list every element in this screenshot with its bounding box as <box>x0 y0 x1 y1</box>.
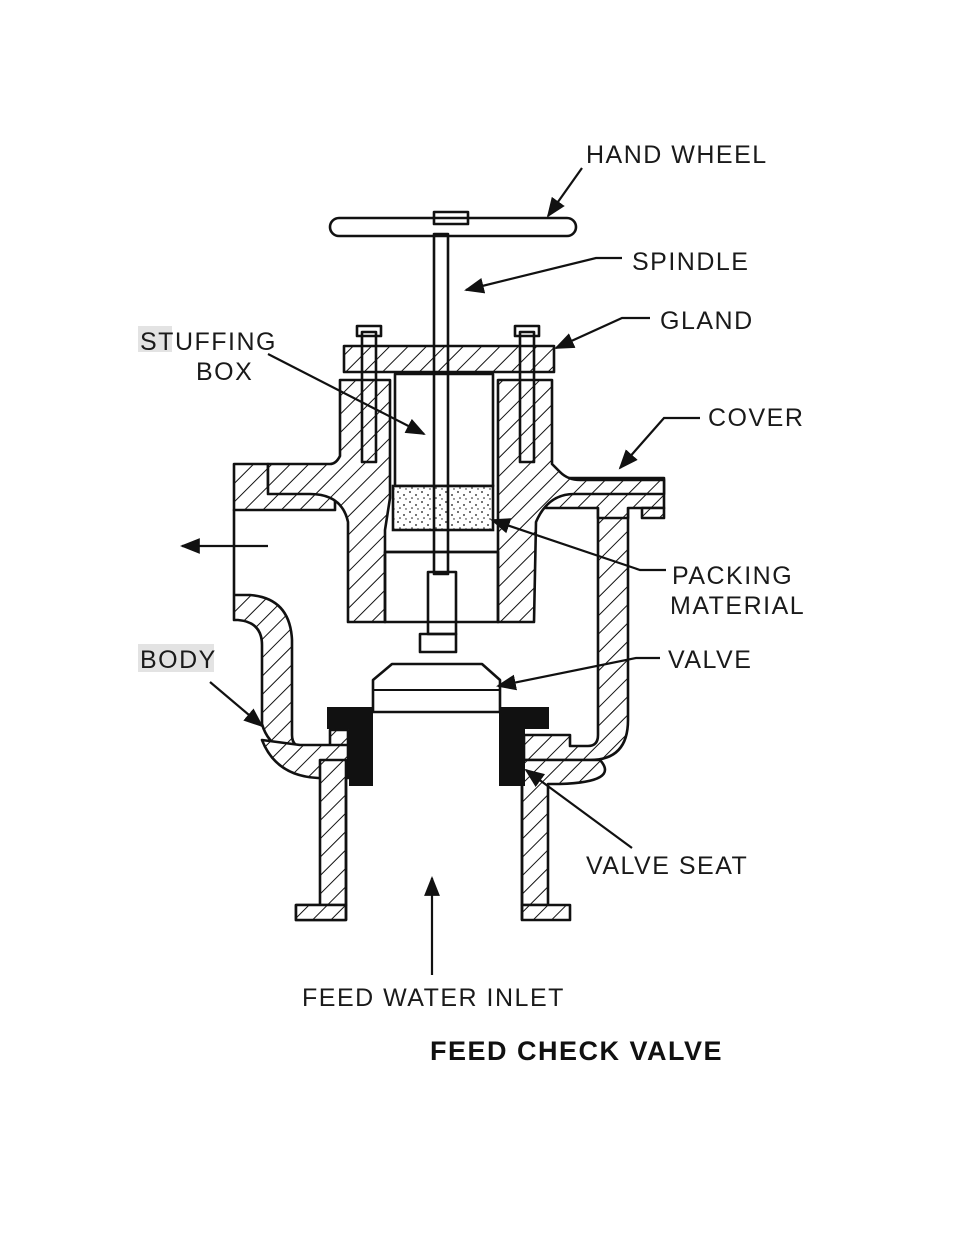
label-body: BODY <box>140 646 217 674</box>
label-feed-water-inlet: FEED WATER INLET <box>302 984 565 1012</box>
spindle <box>418 232 458 654</box>
label-valve: VALVE <box>668 646 752 674</box>
valve-disc <box>371 662 502 714</box>
label-spindle: SPINDLE <box>632 248 749 276</box>
label-stuffing-box-line2: BOX <box>196 358 253 386</box>
label-packing-material-line2: MATERIAL <box>670 592 805 620</box>
body-highlight <box>138 644 214 672</box>
label-cover: COVER <box>708 404 804 432</box>
label-stuffing-box-line1: STUFFING <box>140 328 277 356</box>
leader-lines <box>209 167 700 849</box>
diagram-title: FEED CHECK VALVE <box>430 1036 723 1066</box>
stuffing-highlight <box>138 326 172 352</box>
label-hand-wheel: HAND WHEEL <box>586 141 768 169</box>
label-packing-material-line1: PACKING <box>672 562 793 590</box>
label-gland: GLAND <box>660 307 754 335</box>
packing-material <box>391 484 495 532</box>
valve-seat <box>327 707 549 786</box>
hand-wheel <box>328 210 578 238</box>
label-valve-seat: VALVE SEAT <box>586 852 748 880</box>
